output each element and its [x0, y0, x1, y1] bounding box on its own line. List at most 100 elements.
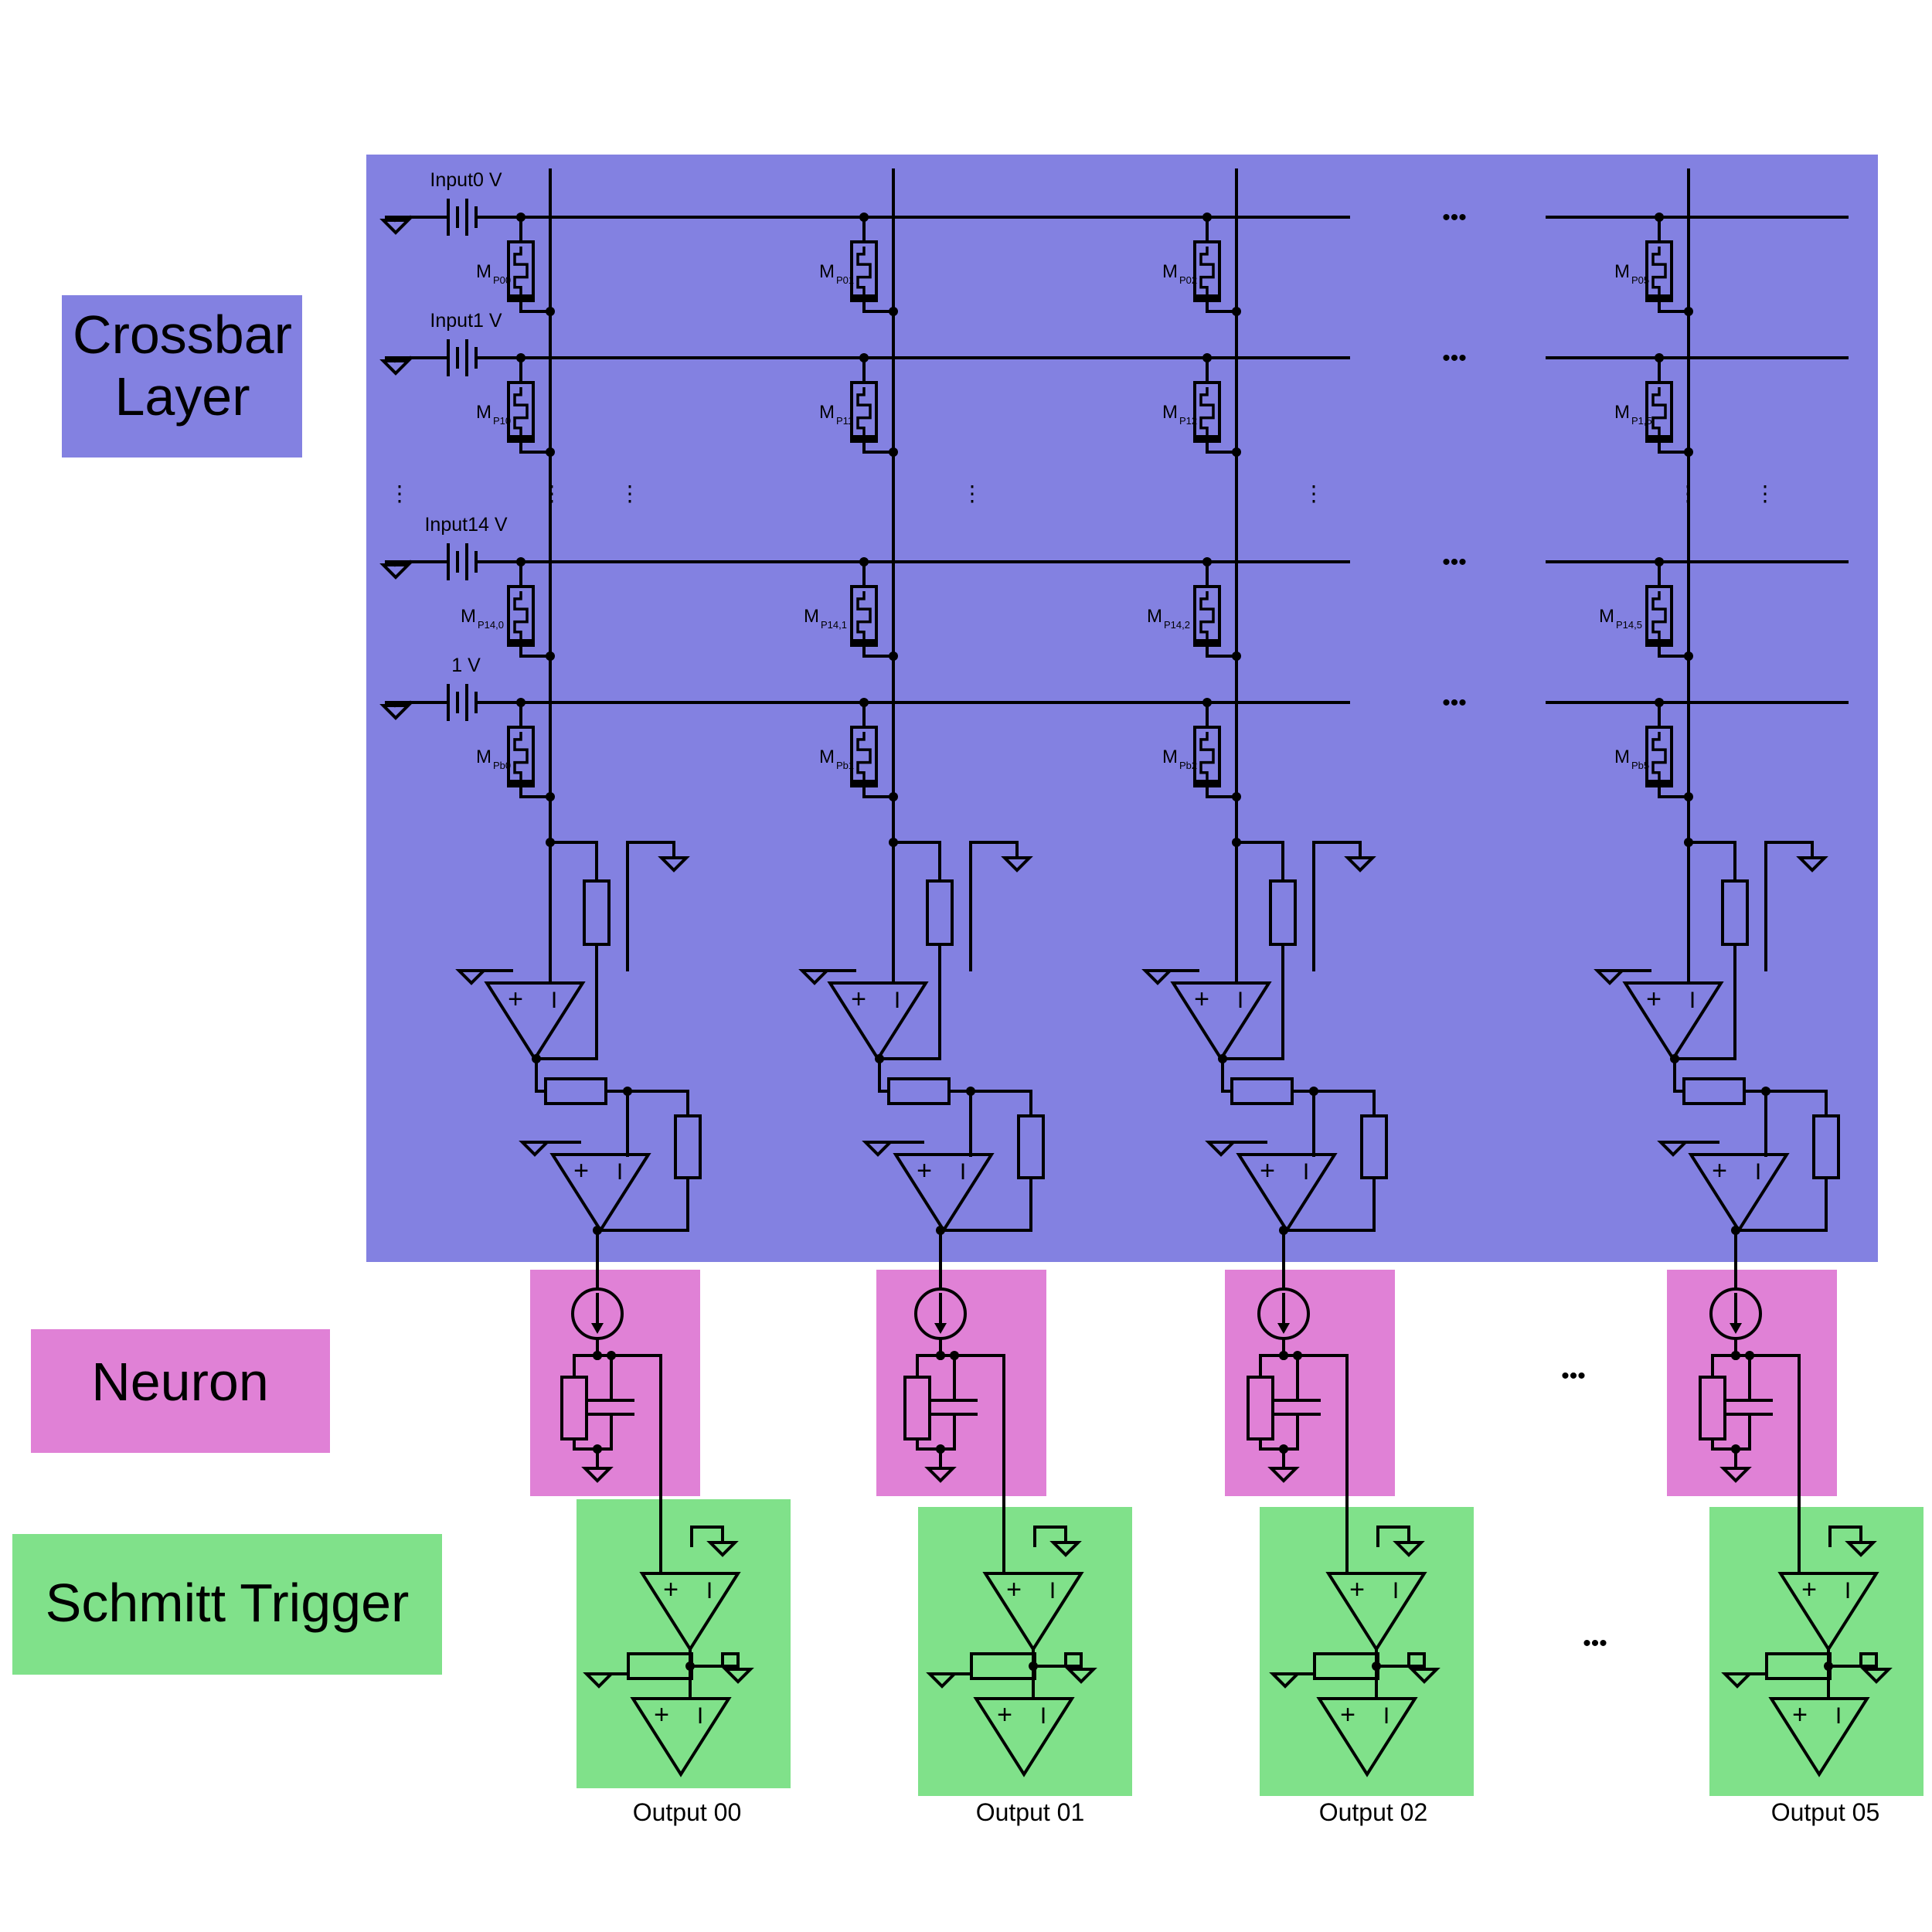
junction-dot — [593, 1351, 602, 1360]
memristor-lead — [1658, 644, 1690, 658]
schmitt-trigger-region — [1709, 1507, 1923, 1796]
memristor-zigzag — [1199, 387, 1215, 435]
memristor-label-main: M — [1162, 261, 1178, 282]
vertical-ellipsis: ⋮ — [541, 481, 563, 505]
output-label: Output 05 — [1771, 1798, 1880, 1826]
memristor-lead — [862, 644, 895, 658]
memristor-zigzag — [856, 732, 872, 780]
schmitt-comparator-icon — [1777, 1572, 1879, 1652]
memristor-lead — [862, 299, 895, 313]
memristor-label-main: M — [476, 747, 492, 767]
amp-ground-icon — [862, 1141, 894, 1157]
junction-dot — [889, 651, 898, 661]
amp-ground-icon — [1205, 1141, 1237, 1157]
memristor-zigzag — [856, 387, 872, 435]
memristor-label-main: M — [819, 402, 835, 423]
junction-dot — [1684, 447, 1693, 457]
schmitt-ground-wire — [1859, 1652, 1878, 1671]
schmitt-ground-wire — [1376, 1526, 1410, 1547]
opamp-plus-sign: + — [917, 1156, 932, 1185]
memristor-polarity-band — [509, 639, 533, 645]
stage-wire — [1221, 1057, 1233, 1093]
memristor-lead — [862, 440, 895, 454]
ground-icon — [658, 856, 690, 872]
memristor-label-main: M — [1614, 747, 1630, 767]
row-input-label: Input14 V — [424, 514, 507, 536]
memristor-polarity-band — [852, 435, 876, 441]
memristor-zigzag — [513, 732, 529, 780]
opamp-minus-sign: I — [1755, 1159, 1761, 1185]
schmitt-ground-wire — [690, 1526, 724, 1547]
neuron-region — [1667, 1270, 1837, 1496]
feedback-wire — [596, 1176, 689, 1232]
memristor-label-main: M — [1162, 402, 1178, 423]
memristor-zigzag — [513, 247, 529, 294]
ground-icon — [1796, 856, 1828, 872]
schmitt-ground-icon — [926, 1672, 958, 1689]
ground-wire — [969, 841, 1019, 971]
memristor-zigzag — [1199, 591, 1215, 639]
memristor-polarity-band — [1195, 294, 1219, 301]
opamp-minus-sign: I — [894, 988, 900, 1013]
ground-icon — [1393, 1541, 1425, 1557]
amp-ground-icon — [798, 969, 831, 985]
junction-dot — [1684, 307, 1693, 316]
memristor-label-main: M — [476, 402, 492, 423]
memristor-polarity-band — [509, 435, 533, 441]
memristor-lead — [519, 644, 552, 658]
feedback-wire — [1687, 841, 1736, 883]
memristor-label-main: M — [819, 261, 835, 282]
memristor-lead — [862, 784, 895, 798]
junction-dot — [546, 651, 555, 661]
opamp-minus-sign: I — [1040, 1703, 1046, 1729]
memristor-polarity-band — [1647, 294, 1672, 301]
neuron-ground-icon — [1719, 1467, 1752, 1483]
opamp-plus-sign: + — [654, 1700, 669, 1730]
memristor-lead — [1658, 440, 1690, 454]
amp-ground-icon — [455, 969, 488, 985]
amp-ground-icon — [1594, 969, 1626, 985]
schmitt-trigger-regions — [577, 1499, 1923, 1796]
memristor-polarity-band — [509, 294, 533, 301]
current-arrow-icon — [591, 1323, 604, 1334]
circuit-labels: Input0 V•••Input1 V•••Input14 V•••1 V•••… — [389, 169, 1879, 1826]
neuron-legend-box — [31, 1329, 330, 1453]
vertical-ellipsis: ⋮ — [1754, 481, 1776, 505]
neuron-ellipsis: ••• — [1561, 1363, 1586, 1389]
memristor-label-main: M — [1614, 261, 1630, 282]
ground-wire — [1764, 841, 1814, 971]
schmitt-buffer-icon — [973, 1697, 1075, 1777]
ground-wire — [626, 841, 675, 971]
row-ellipsis: ••• — [1442, 549, 1467, 575]
memristor-label-sub: P02 — [1179, 274, 1197, 286]
memristor-label-sub: P14,5 — [1616, 619, 1642, 631]
junction-dot — [1232, 447, 1241, 457]
inverting-amplifier-icon — [1688, 1153, 1790, 1233]
schmitt-comparator-icon — [982, 1572, 1084, 1652]
memristor-label-sub: P14,1 — [821, 619, 847, 631]
memristor-lead — [519, 784, 552, 798]
inverting-amplifier-icon — [1236, 1153, 1338, 1233]
opamp-minus-sign: I — [1049, 1578, 1056, 1604]
schmitt-ground-wire — [1064, 1652, 1083, 1671]
schmitt-ground-icon — [1269, 1672, 1301, 1689]
row-input-label: Input1 V — [430, 310, 502, 332]
opamp-minus-sign: I — [706, 1578, 713, 1604]
schmitt-buffer-icon — [1316, 1697, 1418, 1777]
amp-ground-icon — [1141, 969, 1174, 985]
opamp-plus-sign: + — [573, 1156, 589, 1185]
memristor-polarity-band — [509, 780, 533, 786]
ground-wire — [1312, 841, 1362, 971]
schmitt-ground-icon — [583, 1672, 615, 1689]
memristor-zigzag — [1651, 732, 1667, 780]
inverting-amplifier-icon — [484, 981, 586, 1062]
opamp-minus-sign: I — [697, 1703, 703, 1729]
row-ellipsis: ••• — [1442, 690, 1467, 716]
output-label: Output 02 — [1319, 1798, 1428, 1826]
memristor-label-main: M — [1162, 747, 1178, 767]
memristor-label-main: M — [461, 606, 476, 627]
memristor-label-main: M — [1614, 402, 1630, 423]
ground-icon — [1344, 856, 1376, 872]
feedback-wire — [939, 1176, 1032, 1232]
